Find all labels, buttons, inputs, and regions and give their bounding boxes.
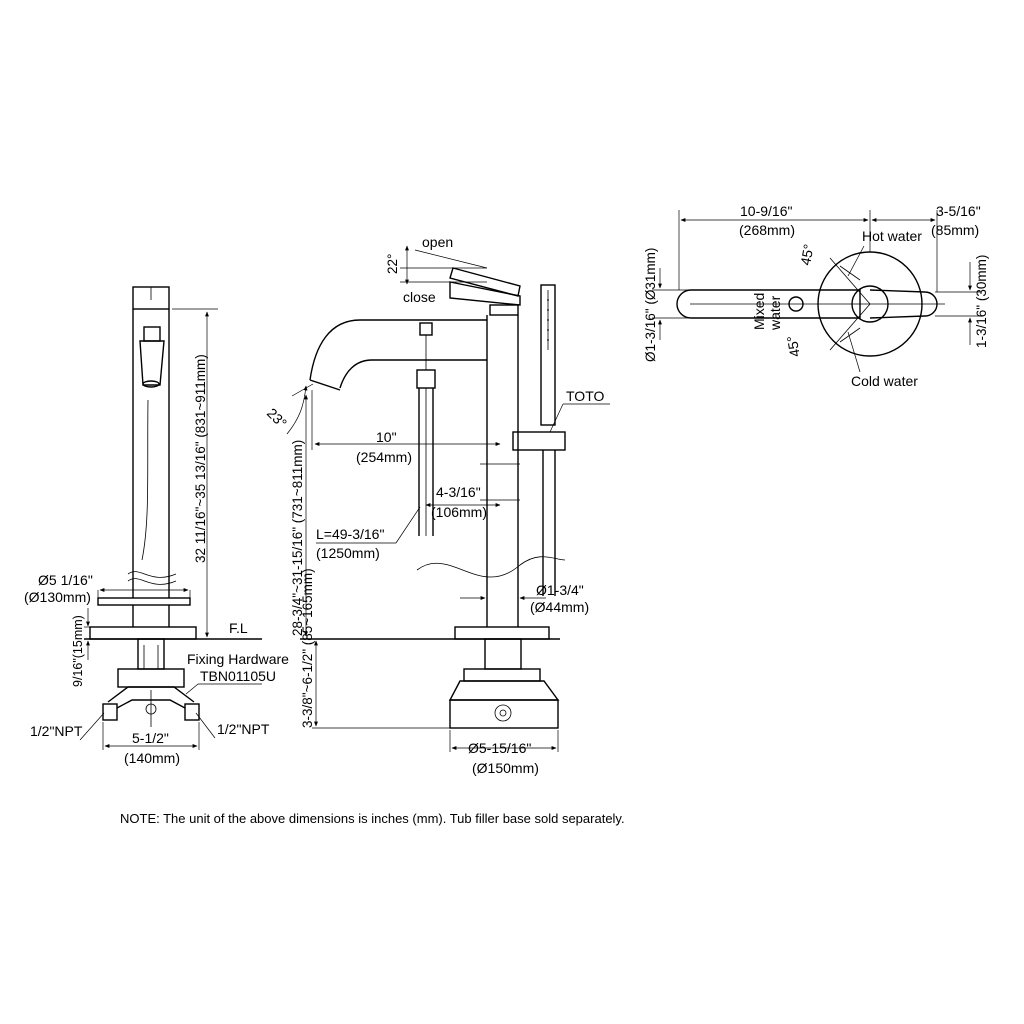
handle-open-label: open [422, 234, 453, 250]
front-base-diameter-mm: (Ø150mm) [472, 760, 539, 776]
top-view: 10-9/16" (268mm) 3-5/16" (85mm) Hot wate… [643, 203, 989, 389]
npt-left-label: 1/2"NPT [30, 723, 83, 739]
mixed-water-line2: water [767, 295, 783, 331]
hose-length-mm: (1250mm) [316, 545, 380, 561]
top-length-in: 10-9/16" [740, 203, 792, 219]
column-diameter-in: Ø1-3/4" [536, 582, 584, 598]
side-view: 32 11/16"~35 13/16" (831~911mm) Ø5 1/16"… [24, 286, 289, 766]
angle-top-label: 45° [797, 243, 816, 267]
reach-mm-label: (254mm) [356, 449, 412, 465]
angle-bottom-label: 45° [784, 335, 803, 359]
mixed-water-line1: Mixed [751, 293, 767, 330]
offset-mm-label: (106mm) [431, 504, 487, 520]
side-width-mm: (140mm) [124, 750, 180, 766]
floor-level-label: F.L [229, 620, 248, 636]
cold-water-label: Cold water [851, 373, 918, 389]
dimension-note: NOTE: The unit of the above dimensions i… [120, 811, 625, 826]
spout-angle-label: 23° [264, 405, 290, 431]
front-view: open close 22° TOTO [264, 234, 610, 776]
side-base-diameter-in: Ø5 1/16" [38, 572, 93, 588]
column-diameter-mm: (Ø44mm) [530, 599, 589, 615]
top-handle-len-in: 3-5/16" [936, 203, 981, 219]
brand-label: TOTO [566, 388, 604, 404]
npt-right-label: 1/2"NPT [217, 721, 270, 737]
handle-width-label: 1-3/16" (30mm) [974, 255, 989, 348]
reach-in-label: 10" [376, 429, 397, 445]
fixing-hardware-model: TBN01105U [200, 668, 276, 684]
rough-in-height-label: 3-3/8"~6-1/2" (85~165mm) [300, 568, 315, 728]
offset-in-label: 4-3/16" [436, 484, 481, 500]
hose-length-in: L=49-3/16" [316, 526, 384, 542]
handle-close-label: close [403, 289, 436, 305]
side-width-in: 5-1/2" [132, 730, 169, 746]
side-base-diameter-mm: (Ø130mm) [24, 589, 91, 605]
side-height-label: 32 11/16"~35 13/16" (831~911mm) [193, 354, 208, 563]
front-base-diameter-in: Ø5-15/16" [468, 740, 531, 756]
top-handle-len-mm: (85mm) [931, 222, 979, 238]
spout-height-label: 28-3/4"~31-15/16" (731~811mm) [290, 440, 305, 636]
side-base-thickness: 9/16"(15mm) [71, 615, 85, 687]
hot-water-label: Hot water [862, 228, 922, 244]
spout-diameter-label: Ø1-3/16" (Ø31mm) [643, 248, 658, 362]
top-length-mm: (268mm) [739, 222, 795, 238]
handle-angle-label: 22° [385, 254, 400, 274]
fixing-hardware-label: Fixing Hardware [187, 651, 289, 667]
